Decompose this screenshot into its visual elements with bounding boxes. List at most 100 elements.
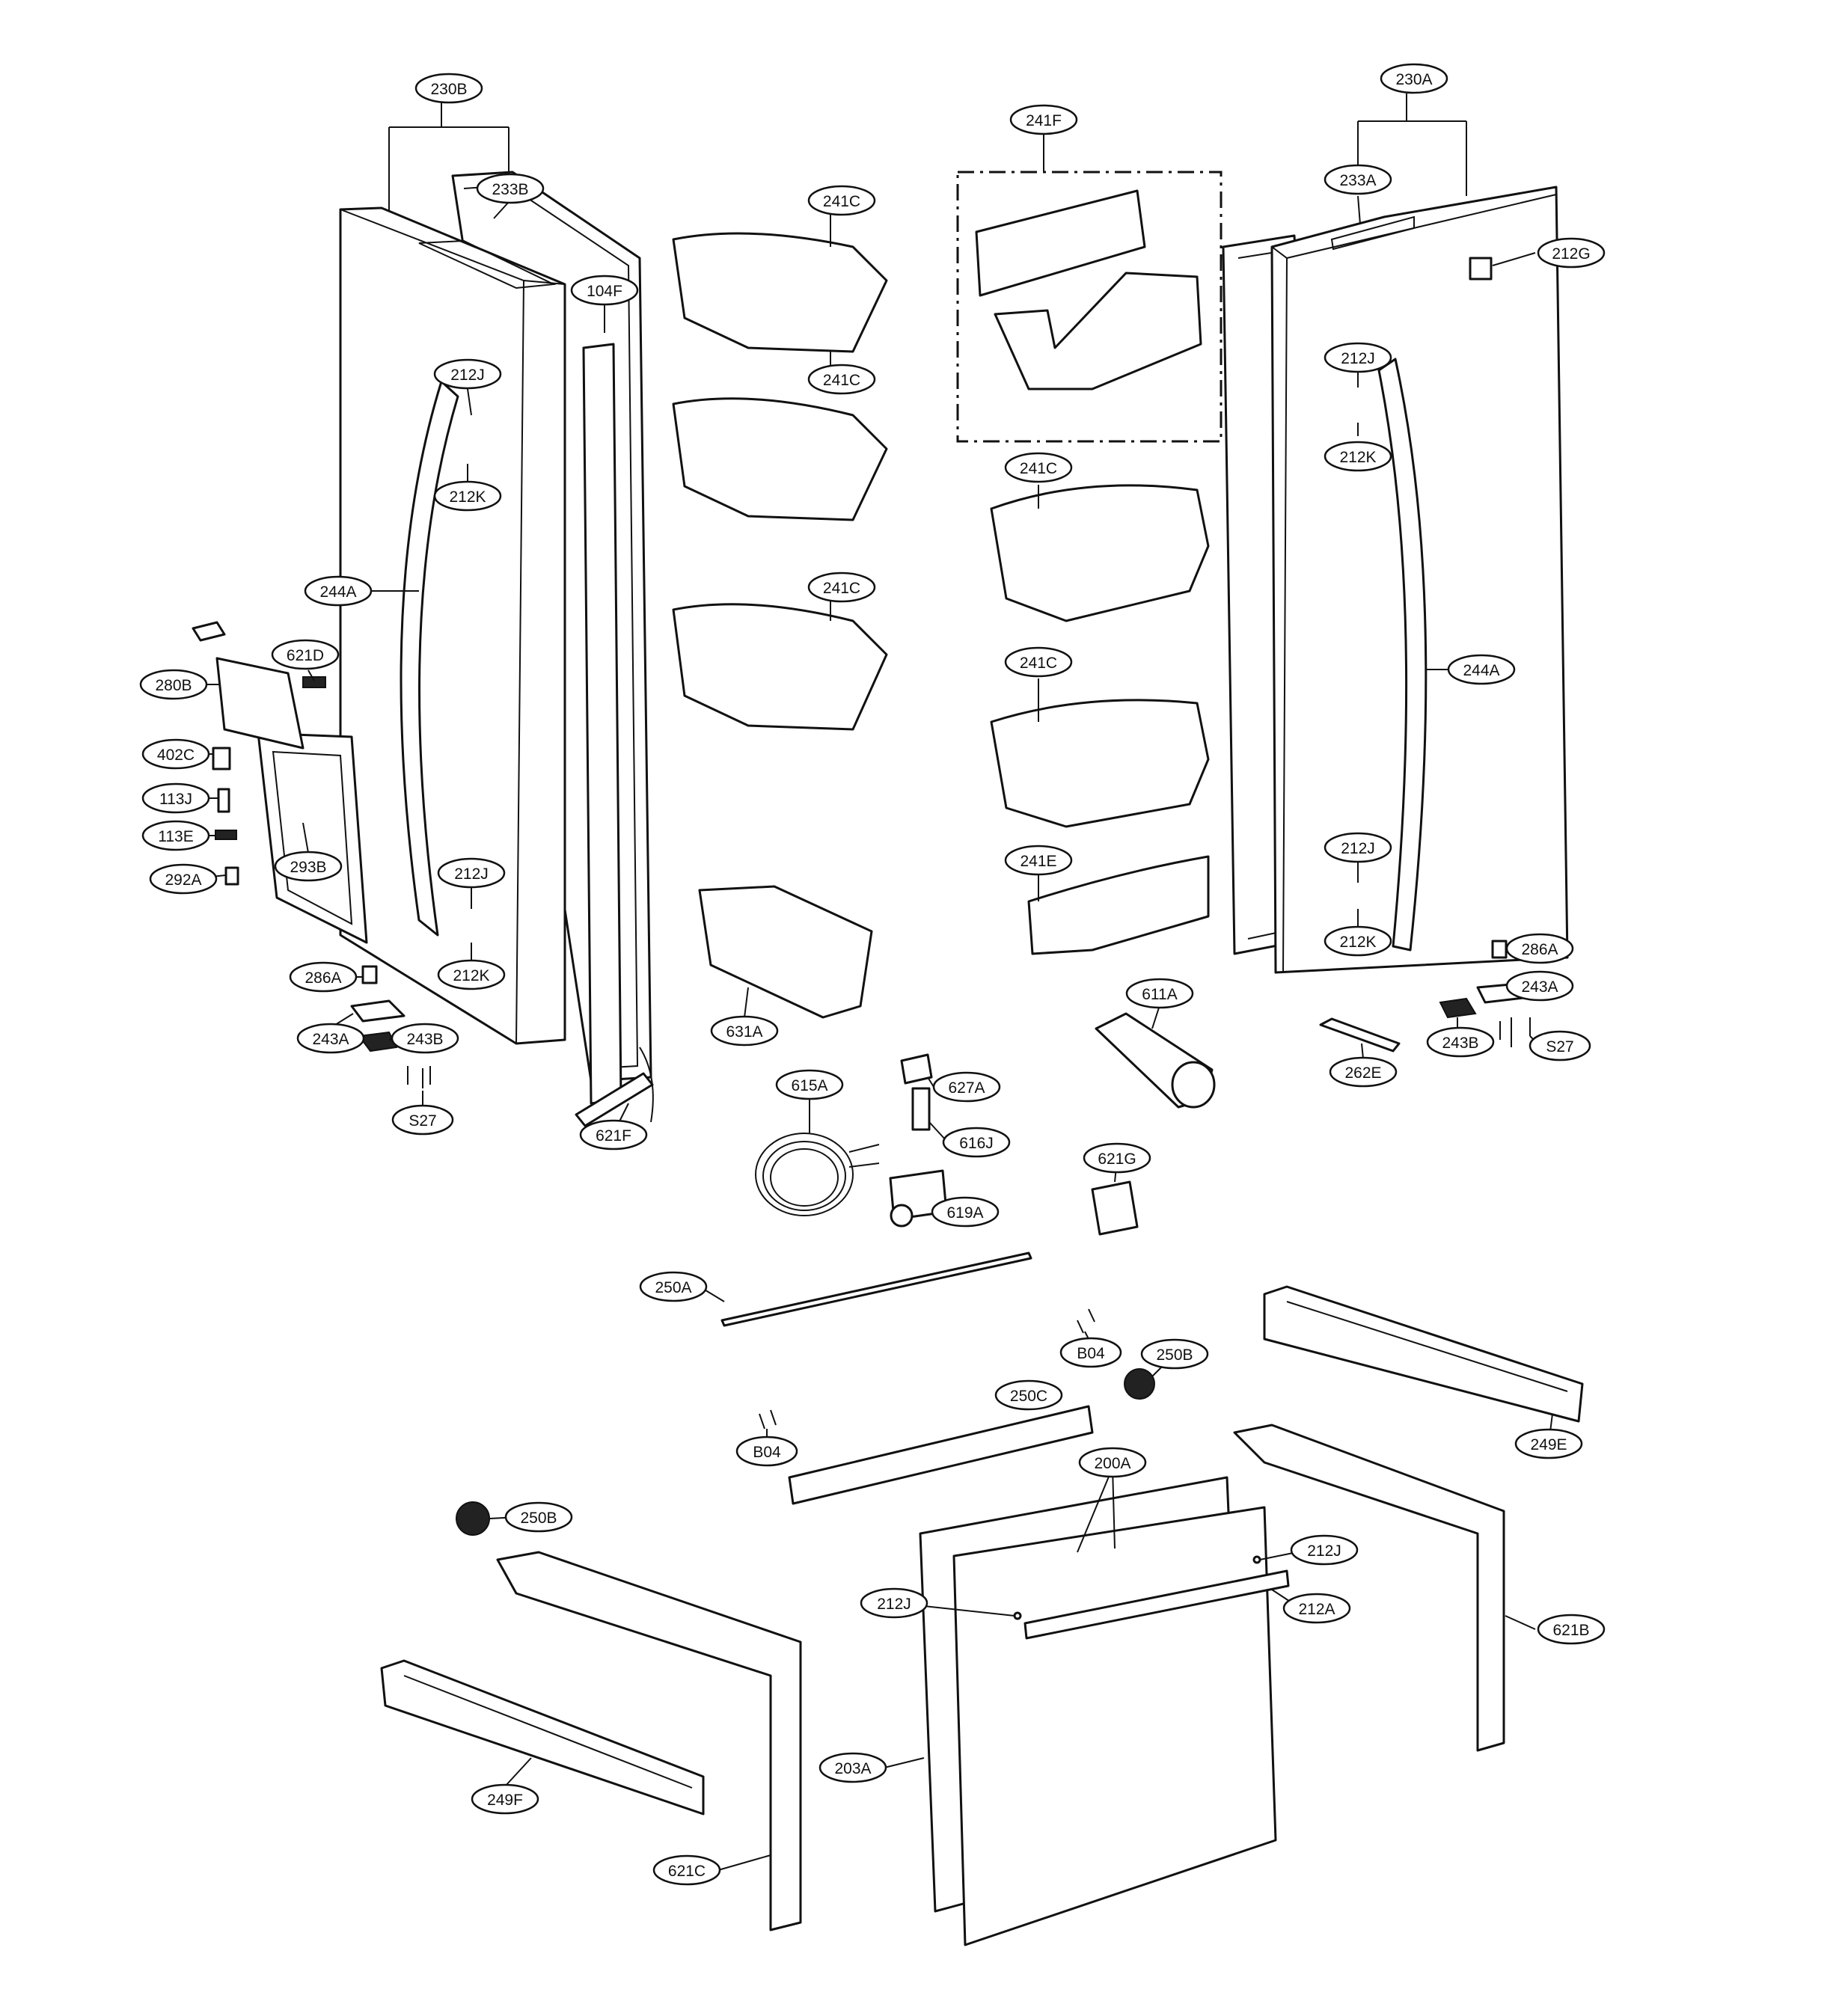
svg-text:280B: 280B xyxy=(155,677,192,694)
svg-text:212J: 212J xyxy=(1341,350,1375,367)
svg-text:212K: 212K xyxy=(449,488,486,506)
right-door-assembly xyxy=(1222,186,1569,1053)
svg-text:S27: S27 xyxy=(409,1112,436,1130)
svg-text:616J: 616J xyxy=(959,1135,994,1152)
svg-text:243B: 243B xyxy=(406,1031,443,1048)
svg-text:B04: B04 xyxy=(753,1444,781,1461)
svg-text:212J: 212J xyxy=(877,1596,911,1613)
svg-text:113E: 113E xyxy=(158,828,194,845)
callout-627A: 627A xyxy=(932,1071,1001,1103)
callout-621G: 621G xyxy=(1083,1142,1151,1174)
svg-text:212K: 212K xyxy=(1339,934,1376,951)
svg-text:250B: 250B xyxy=(520,1510,557,1527)
part-292A xyxy=(224,866,239,886)
callout-250B-upper: 250B xyxy=(1140,1338,1209,1370)
screw-S27-left xyxy=(407,1066,431,1088)
svg-text:615A: 615A xyxy=(791,1077,827,1094)
rail-249E xyxy=(1263,1285,1584,1423)
callout-200A: 200A xyxy=(1078,1447,1147,1478)
svg-text:230B: 230B xyxy=(430,81,467,98)
callout-212K-right-lower: 212K xyxy=(1324,925,1392,957)
hinge-243A-left xyxy=(350,999,406,1023)
callout-241C-5: 241C xyxy=(1004,646,1073,678)
screws-B04-lower xyxy=(759,1409,777,1430)
svg-text:250B: 250B xyxy=(1156,1346,1193,1364)
callout-286A-left: 286A xyxy=(289,961,358,993)
svg-text:249F: 249F xyxy=(487,1792,523,1809)
callout-212J-right-lower: 212J xyxy=(1324,832,1392,863)
hinge-243B-right xyxy=(1439,997,1477,1019)
svg-text:113J: 113J xyxy=(159,791,192,808)
svg-text:200A: 200A xyxy=(1094,1455,1130,1472)
svg-text:631A: 631A xyxy=(726,1023,762,1041)
bin-241F xyxy=(994,272,1202,390)
svg-text:621C: 621C xyxy=(668,1863,706,1880)
callout-249E: 249E xyxy=(1514,1428,1583,1459)
wrench-262E xyxy=(1319,1017,1401,1053)
callout-212J-left-upper: 212J xyxy=(433,358,502,390)
callout-250C: 250C xyxy=(994,1379,1063,1411)
callout-243A-right: 243A xyxy=(1505,970,1574,1002)
svg-text:241E: 241E xyxy=(1020,853,1056,870)
svg-text:212J: 212J xyxy=(1341,840,1375,857)
spring-113E xyxy=(215,830,237,840)
svg-text:611A: 611A xyxy=(1142,986,1178,1003)
svg-text:286A: 286A xyxy=(1521,941,1558,958)
callout-212K-right-upper: 212K xyxy=(1324,441,1392,472)
door-bin-4 xyxy=(990,484,1210,622)
callout-250A: 250A xyxy=(639,1271,708,1302)
svg-text:203A: 203A xyxy=(834,1760,871,1777)
svg-text:230A: 230A xyxy=(1395,71,1432,88)
svg-text:233A: 233A xyxy=(1339,172,1376,189)
drawer-handle-212A xyxy=(1023,1569,1290,1640)
bushing-286A-left xyxy=(361,965,378,984)
bin-group-241F-box xyxy=(956,171,1223,443)
callout-243B-left: 243B xyxy=(391,1023,459,1054)
ice-bin-631A xyxy=(698,885,873,1019)
svg-text:241C: 241C xyxy=(823,372,860,389)
svg-text:212J: 212J xyxy=(450,367,485,384)
switch-402C xyxy=(212,747,231,770)
bin-cover-241F xyxy=(975,189,1146,297)
callout-616J: 616J xyxy=(942,1127,1011,1158)
callout-113E: 113E xyxy=(141,820,210,851)
door-bins-right xyxy=(956,171,1223,955)
cap-212J-left xyxy=(1013,1611,1022,1620)
callout-S27-right: S27 xyxy=(1529,1030,1591,1061)
callout-615A: 615A xyxy=(775,1069,844,1100)
svg-text:293B: 293B xyxy=(290,859,326,876)
callout-S27-left: S27 xyxy=(391,1104,454,1136)
callout-292A: 292A xyxy=(149,863,218,895)
callout-B04-lower: B04 xyxy=(735,1436,798,1467)
callout-244A-left: 244A xyxy=(304,575,373,607)
callout-230B: 230B xyxy=(414,73,483,104)
callout-212K-left-lower: 212K xyxy=(437,959,506,990)
bracket-621G xyxy=(1091,1180,1139,1236)
right-door-handle xyxy=(1377,358,1428,952)
svg-text:286A: 286A xyxy=(305,969,341,987)
callout-619A: 619A xyxy=(931,1196,1000,1228)
svg-text:212J: 212J xyxy=(1307,1542,1341,1560)
callout-243B-right: 243B xyxy=(1426,1026,1495,1058)
left-door-panel xyxy=(339,206,566,1045)
callout-212J-drawer-right: 212J xyxy=(1290,1534,1359,1566)
callout-243A-left: 243A xyxy=(296,1023,365,1054)
screw-S27-right xyxy=(1499,1017,1531,1047)
svg-text:243A: 243A xyxy=(1521,978,1558,996)
hinge-243B-left xyxy=(358,1031,398,1053)
svg-text:241C: 241C xyxy=(823,580,860,597)
left-door-handle xyxy=(400,380,459,937)
svg-text:S27: S27 xyxy=(1546,1038,1573,1056)
callout-241C-3: 241C xyxy=(807,572,876,603)
callout-621D: 621D xyxy=(271,639,340,670)
clip-627A xyxy=(900,1053,933,1085)
bracket-621D xyxy=(302,676,326,688)
callouts: 230B 233B 104F 212J 212K 244A 621D 280B … xyxy=(139,63,1606,1886)
svg-text:250A: 250A xyxy=(655,1279,691,1296)
callout-244A-right: 244A xyxy=(1447,654,1516,685)
control-panel xyxy=(215,657,305,750)
callout-230A: 230A xyxy=(1380,63,1448,94)
drawer-arm-621C xyxy=(496,1551,802,1931)
callout-262E: 262E xyxy=(1329,1056,1398,1088)
